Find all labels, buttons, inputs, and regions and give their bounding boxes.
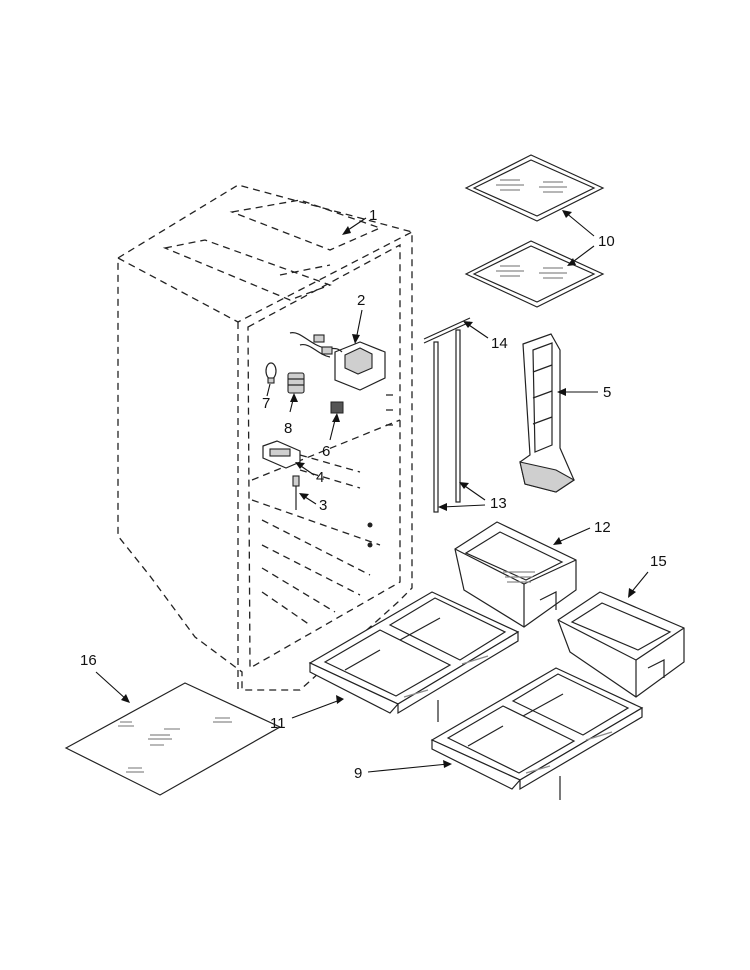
callout-16: 16 [80,652,97,669]
callout-14: 14 [491,335,508,352]
part-10-glass-shelf-lower [464,240,605,308]
arrow-16 [121,694,130,703]
arrow-9 [443,760,452,768]
part-13-side-rails [433,329,461,513]
arrow-12 [553,537,562,545]
callout-labels: 1 2 3 4 5 6 7 8 9 10 11 12 13 14 15 16 [80,207,667,782]
callout-7: 7 [262,395,270,412]
leader-10a [564,211,595,237]
part-6-switch [330,401,344,414]
leader-11 [291,699,341,719]
callout-5: 5 [603,384,611,401]
callout-13: 13 [490,495,507,512]
arrow-2 [352,334,360,344]
arrow-6 [332,413,340,422]
callout-10: 10 [598,233,615,250]
arrow-10b [567,258,576,266]
arrow-4 [295,462,305,469]
part-11-shelf-assembly [308,591,520,722]
part-16-sheet [64,682,282,796]
callout-11: 11 [270,715,286,732]
part-14-shelf-rail [423,317,471,344]
callout-15: 15 [650,553,667,570]
arrow-14 [463,321,473,328]
part-7-light-bulb [265,362,277,384]
arrow-11 [336,695,344,704]
arrow-10a [562,210,572,218]
callout-12: 12 [594,519,611,536]
part-1-cabinet-liner [117,184,413,691]
arrow-3 [299,493,309,500]
part-8-light-socket [287,372,305,394]
arrow-15 [628,588,636,598]
callout-4: 4 [316,469,324,486]
arrow-5 [557,388,566,396]
callout-3: 3 [319,497,327,514]
callout-9: 9 [354,765,362,782]
callout-6: 6 [322,443,330,460]
leader-9 [367,763,449,773]
leader-16 [95,671,128,701]
leader-12 [555,527,591,544]
callout-8: 8 [284,420,292,437]
arrow-13b [438,503,447,511]
callout-2: 2 [357,292,365,309]
leader-13b [441,504,486,508]
part-12-crisper-drawer [454,521,577,628]
part-2-control-housing [289,332,386,391]
leader-7 [266,383,271,397]
part-4-bracket [262,440,301,469]
leader-lines [95,210,649,773]
arrow-13a [459,482,469,489]
part-5-air-tower [519,333,576,493]
arrow-1 [342,226,351,235]
callout-1: 1 [369,207,377,224]
arrow-8 [290,393,298,402]
part-15-bin [557,591,685,698]
part-9-shelf-assembly [430,667,644,800]
part-3-sensor [292,475,300,510]
part-10-glass-shelf-upper [464,154,605,222]
